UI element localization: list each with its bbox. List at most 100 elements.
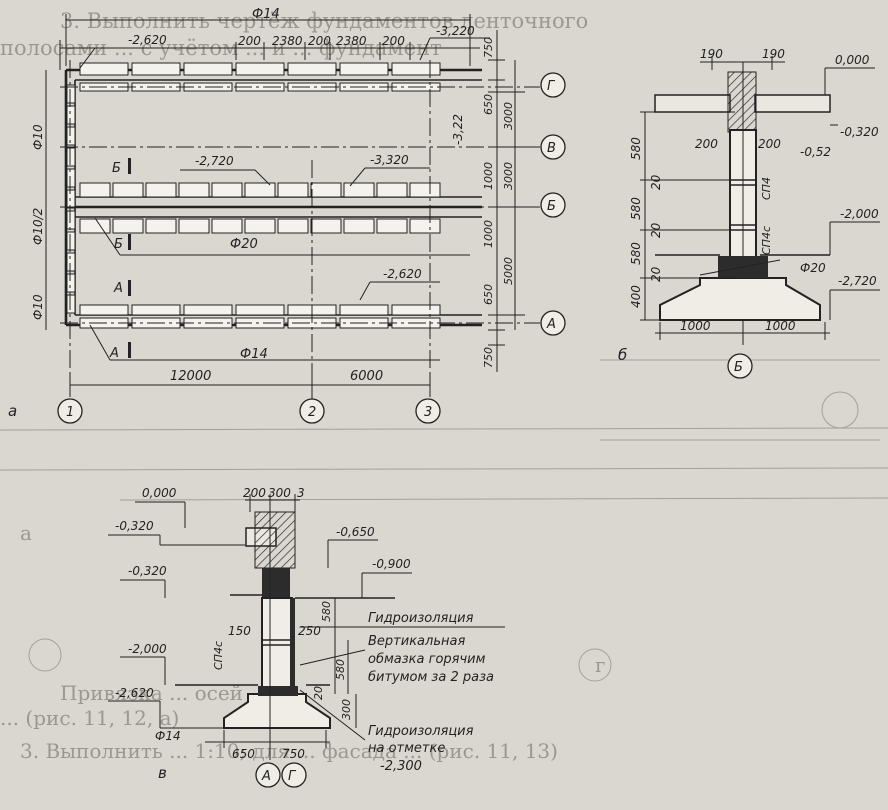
axis-bubble-b [540,192,566,218]
sb-level-3: -0,52 [800,145,831,159]
plan-dim-right-3: 3000 [502,102,515,130]
sv-axis-a-label: А [261,769,271,784]
sb-dim-left-3: 580 [629,197,643,220]
foundation-block [66,168,76,188]
sb-dim-left-5: 580 [629,242,643,265]
sv-axis-bubble-a [255,762,281,788]
foundation-block [66,210,76,230]
foundation-block [79,304,129,316]
axis-bubble-g [540,72,566,98]
foundation-block [287,62,337,76]
foundation-block [244,218,276,234]
plan-dim-top-1: 200 [238,34,261,48]
plan-level-2: -3,220 [436,24,475,38]
sv-level-2: -0,320 [115,519,154,533]
bg-text-bottom-3: 3. Выполнить ... 1:10; для ... фасада ..… [20,739,558,763]
axis-bubble-1 [57,398,83,424]
sb-dim-left-1: 580 [629,137,643,160]
foundation-block [145,218,177,234]
sb-rebar: Ф20 [800,261,826,275]
foundation-block [66,273,76,293]
section-panel-v: 200 300 3 0,000 -0,320 -0,320 -2,000 -2,… [108,486,505,788]
foundation-block [339,62,389,76]
foundation-block [343,218,375,234]
foundation-block [277,182,309,198]
sb-axis-label: Б [734,360,743,375]
foundation-block [79,182,111,198]
axis-bubble-2 [299,398,325,424]
foundation-block [66,147,76,167]
plan-rebar-mid: Ф20 [230,237,258,252]
sb-level-4: -2,000 [840,207,879,221]
plan-dim-right-2: 650 [482,94,495,115]
axis-b-label: Б [547,199,556,214]
section-panel-b: 580 20 580 20 580 20 400 190 190 200 200… [618,47,880,379]
foundation-block [310,182,342,198]
axis-bubble-a [540,310,566,336]
sv-dim-top-2: 300 [268,486,291,500]
foundation-block [131,304,181,316]
sb-level-5: -2,720 [838,274,877,288]
sv-dim-wall-4: 580 [334,659,347,680]
sv-note-3b: на отметке [368,741,445,756]
axis-3-label: 3 [424,405,432,420]
sv-dim-wall-6: 300 [340,699,353,720]
sb-dim-left-4: 20 [649,222,663,238]
plan-dim-top-2: 2380 [272,34,303,48]
plan-level-5: -3,320 [370,153,409,167]
sv-note-1: Гидроизоляция [368,611,474,626]
plan-rebar-left-2: Ф10/2 [31,208,45,245]
sv-level-4: -0,900 [372,557,411,571]
foundation-block [66,126,76,146]
sv-block-label: СП4с [212,641,225,670]
foundation-block [211,182,243,198]
plan-dim-right-5: 1000 [482,162,495,190]
sv-dim-wall-3: 580 [320,601,333,622]
sv-level-6: -2,000 [128,642,167,656]
foundation-block [310,218,342,234]
sb-block-1: СП4 [760,177,773,200]
foundation-block [178,182,210,198]
axis-1-label: 1 [66,405,74,420]
foundation-block [66,294,76,314]
sv-level-1: 0,000 [142,486,177,500]
foundation-block [343,182,375,198]
sv-axis-g-label: Г [288,769,297,784]
sb-level-2: -0,320 [840,125,879,139]
plan-level-6: -2,620 [383,267,422,281]
sb-block-2: СП4с [760,226,773,255]
foundation-block [277,218,309,234]
foundation-block [66,105,76,125]
sb-dim-top-1: 190 [700,47,723,61]
sb-dim-top-2: 190 [762,47,785,61]
foundation-block [145,182,177,198]
sb-level-1: 0,000 [835,53,870,67]
sv-dim-top-1: 200 [243,486,266,500]
sb-dim-bottom-2: 1000 [765,319,796,333]
section-mark-b-top: Б [112,161,121,176]
plan-rebar-bottom: Ф14 [240,347,268,362]
sv-dim-bottom-1: 650 [232,747,255,761]
plan-dim-top-5: 200 [382,34,405,48]
plan-dim-right-4: 3000 [502,162,515,190]
plan-dim-right-7: 5000 [502,257,515,285]
section-mark-a-bottom: А [109,346,119,361]
sv-rebar: Ф14 [155,729,181,743]
foundation-block [66,189,76,209]
sv-note-2c: битумом за 2 раза [368,670,494,685]
plan-dim-bottom-1: 12000 [170,369,211,384]
plan-level-1: -2,620 [128,33,167,47]
foundation-block [79,62,129,76]
foundation-block [183,62,233,76]
plan-level-4: -2,720 [195,154,234,168]
plan-dim-right-1: 750 [482,37,495,58]
plan-dim-top-4: 2380 [336,34,367,48]
section-mark-a-top: А [113,281,123,296]
foundation-block [131,62,181,76]
plan-dim-bottom-2: 6000 [350,369,383,384]
foundation-block [178,218,210,234]
axis-g-label: Г [547,79,556,94]
foundation-block [391,304,441,316]
sv-level-3: -0,650 [336,525,375,539]
sb-dim-bottom-1: 1000 [680,319,711,333]
